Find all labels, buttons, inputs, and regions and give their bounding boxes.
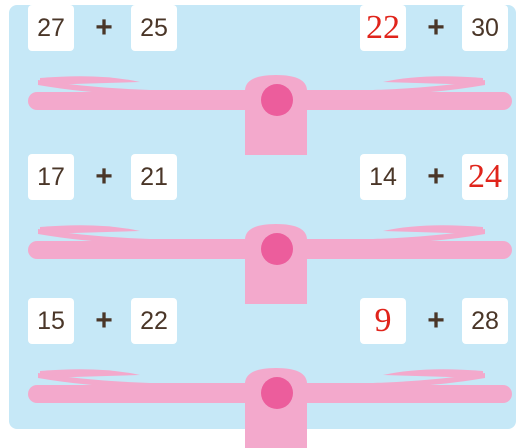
balance-scale <box>0 60 523 155</box>
balance-row-3: 15 + 22 9 + 28 <box>0 298 523 448</box>
left-addend-1: 15 <box>28 298 74 344</box>
balance-row-2: 17 + 21 14 + 24 <box>0 154 523 304</box>
left-plus-sign: + <box>89 5 119 51</box>
left-addend-1: 27 <box>28 5 74 51</box>
left-addend-1: 17 <box>28 154 74 200</box>
left-plus-sign: + <box>89 298 119 344</box>
pivot-dot <box>261 377 293 409</box>
left-plus-sign: + <box>89 154 119 200</box>
right-addend-2: 28 <box>462 298 508 344</box>
right-addend-1-answer: 22 <box>360 5 406 51</box>
right-plus-sign: + <box>421 5 451 51</box>
right-plus-sign: + <box>421 298 451 344</box>
right-addend-1: 14 <box>360 154 406 200</box>
right-addend-1-answer: 9 <box>360 298 406 344</box>
pivot-dot <box>261 84 293 116</box>
pivot-dot <box>261 233 293 265</box>
right-addend-2: 30 <box>462 5 508 51</box>
right-addend-2-answer: 24 <box>462 154 508 200</box>
balance-scale <box>0 209 523 304</box>
left-addend-2: 22 <box>131 298 177 344</box>
left-addend-2: 21 <box>131 154 177 200</box>
balance-row-1: 27 + 25 22 + 30 <box>0 5 523 155</box>
right-plus-sign: + <box>421 154 451 200</box>
left-addend-2: 25 <box>131 5 177 51</box>
